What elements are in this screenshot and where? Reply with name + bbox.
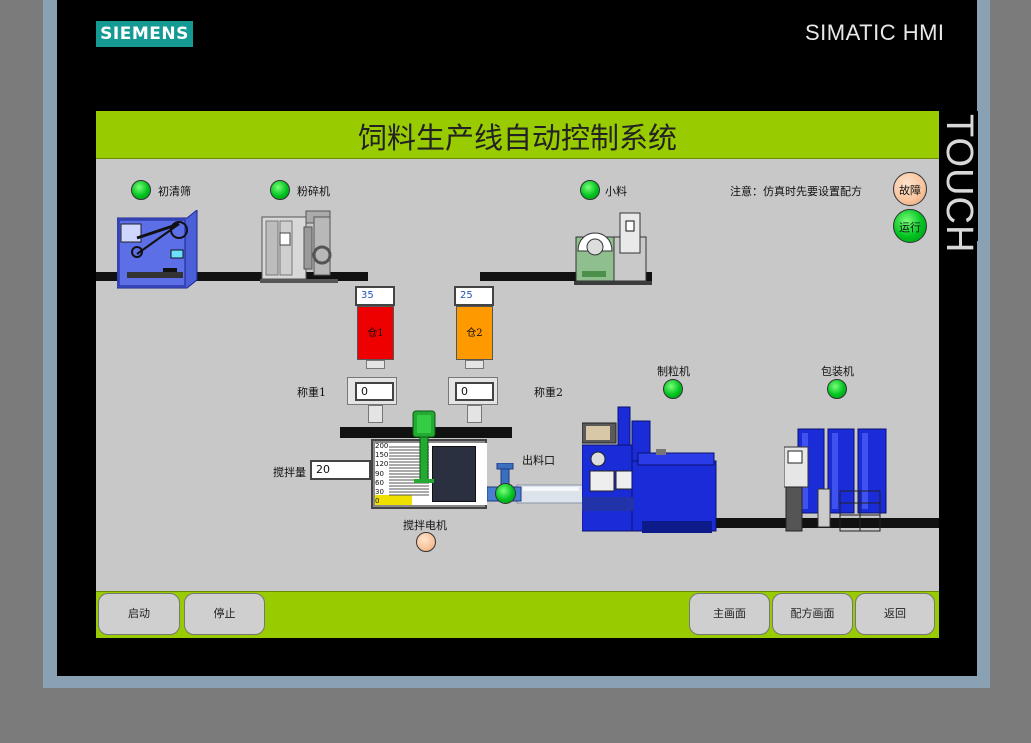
scale1-outlet — [368, 405, 383, 423]
notice-text: 注意：仿真时先要设置配方 — [730, 185, 862, 198]
bin1-outlet — [366, 360, 385, 369]
bin1-silo: 仓1 — [357, 306, 394, 360]
mixer-amount-label: 搅拌量 — [273, 466, 306, 479]
minor-feeder-icon — [574, 212, 652, 285]
mixer-motor-lamp — [416, 532, 436, 552]
bin1-setpoint-field[interactable]: 35 — [355, 286, 395, 306]
conveyor-left — [96, 272, 368, 281]
mixer-window — [432, 446, 476, 502]
start-button[interactable]: 启动 — [98, 593, 180, 635]
crusher-icon — [260, 210, 338, 283]
crusher-status-lamp — [270, 180, 290, 200]
minor-label: 小料 — [605, 185, 627, 198]
recipe-screen-button[interactable]: 配方画面 — [772, 593, 853, 635]
page-title: 饲料生产线自动控制系统 — [357, 121, 677, 155]
title-bar: 饲料生产线自动控制系统 — [96, 111, 939, 159]
mixer-amount-field[interactable]: 20 — [310, 460, 371, 480]
gauge-tick: 150 — [375, 451, 389, 460]
packer-icon — [784, 428, 887, 532]
bin2-silo: 仓2 — [456, 306, 493, 360]
gauge-tick: 60 — [375, 478, 384, 487]
cleaner-icon — [117, 210, 198, 289]
siemens-logo: SIEMENS — [96, 21, 193, 47]
scale2-value: 0 — [455, 382, 494, 401]
packer-status-lamp — [827, 379, 847, 399]
conveyor-minor — [480, 272, 652, 281]
mixer-motor-icon — [412, 410, 436, 483]
main-screen-button[interactable]: 主画面 — [689, 593, 770, 635]
hmi-screen: 饲料生产线自动控制系统 初清筛 粉碎机 小料 — [96, 111, 939, 638]
pellet-label: 制粒机 — [657, 365, 690, 378]
pellet-status-lamp — [663, 379, 683, 399]
simatic-hmi-label: SIMATIC HMI — [805, 20, 945, 45]
touch-label: TOUCH — [938, 111, 980, 253]
scale1-value: 0 — [355, 382, 394, 401]
mixer-motor-label: 搅拌电机 — [403, 519, 447, 532]
touch-text: TOUCH — [938, 114, 980, 254]
scale2-label: 称重2 — [534, 386, 563, 399]
back-button[interactable]: 返回 — [855, 593, 935, 635]
mixer-level-fill — [375, 495, 412, 505]
stop-button[interactable]: 停止 — [184, 593, 265, 635]
cleaner-status-lamp — [131, 180, 151, 200]
outlet-label: 出料口 — [522, 454, 555, 467]
gauge-tick: 120 — [375, 460, 389, 469]
run-lamp — [893, 209, 927, 243]
bin2-outlet — [465, 360, 484, 369]
minor-status-lamp — [580, 180, 600, 200]
scale2-outlet — [467, 405, 482, 423]
packer-label: 包装机 — [821, 365, 854, 378]
fault-label: 故障 — [899, 184, 921, 197]
scale1-label: 称重1 — [297, 386, 326, 399]
bin2-setpoint-field[interactable]: 25 — [454, 286, 494, 306]
crusher-label: 粉碎机 — [297, 185, 330, 198]
pellet-mill-icon — [582, 406, 717, 533]
outlet-lamp — [495, 483, 516, 504]
gauge-tick: 30 — [375, 488, 384, 497]
gauge-tick: 200 — [375, 442, 389, 450]
mixer-gauge-scale: 200 150 120 90 60 30 0 — [375, 442, 389, 506]
run-label: 运行 — [899, 221, 921, 234]
gauge-tick: 90 — [375, 469, 384, 478]
cleaner-label: 初清筛 — [158, 185, 191, 198]
gauge-tick: 0 — [375, 497, 380, 506]
fault-lamp — [893, 172, 927, 206]
